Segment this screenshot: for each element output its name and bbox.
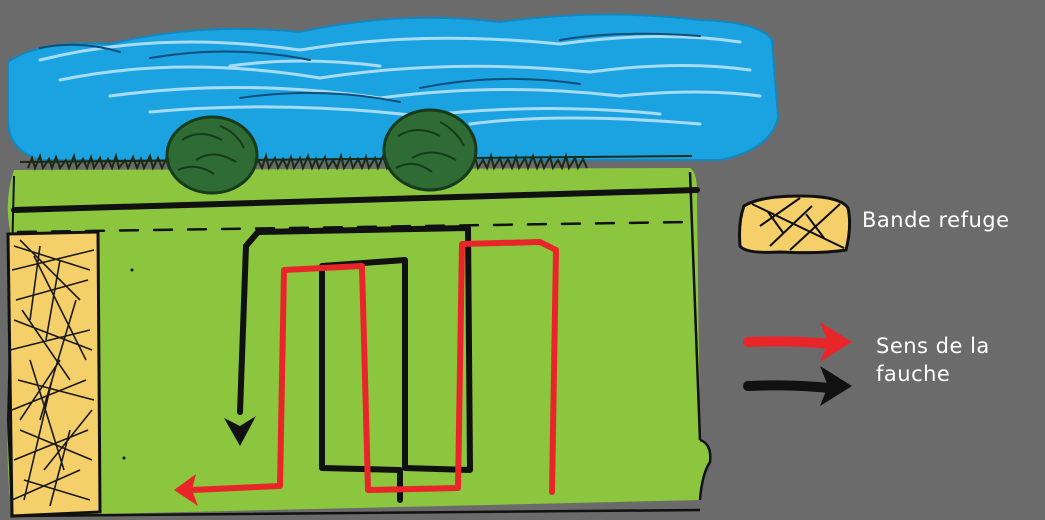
legend-label-mowing-direction: Sens de la fauche [876,332,1026,388]
hatched-strip-icon [740,196,850,253]
black-arrow-icon [748,366,852,406]
hedge-bush-right [384,110,476,190]
red-arrow-icon [748,322,852,362]
legend-label-refuge: Bande refuge [862,206,1010,234]
refuge-strip [8,232,100,516]
hedge-bush-left [167,117,257,193]
meadow-field [8,168,711,516]
